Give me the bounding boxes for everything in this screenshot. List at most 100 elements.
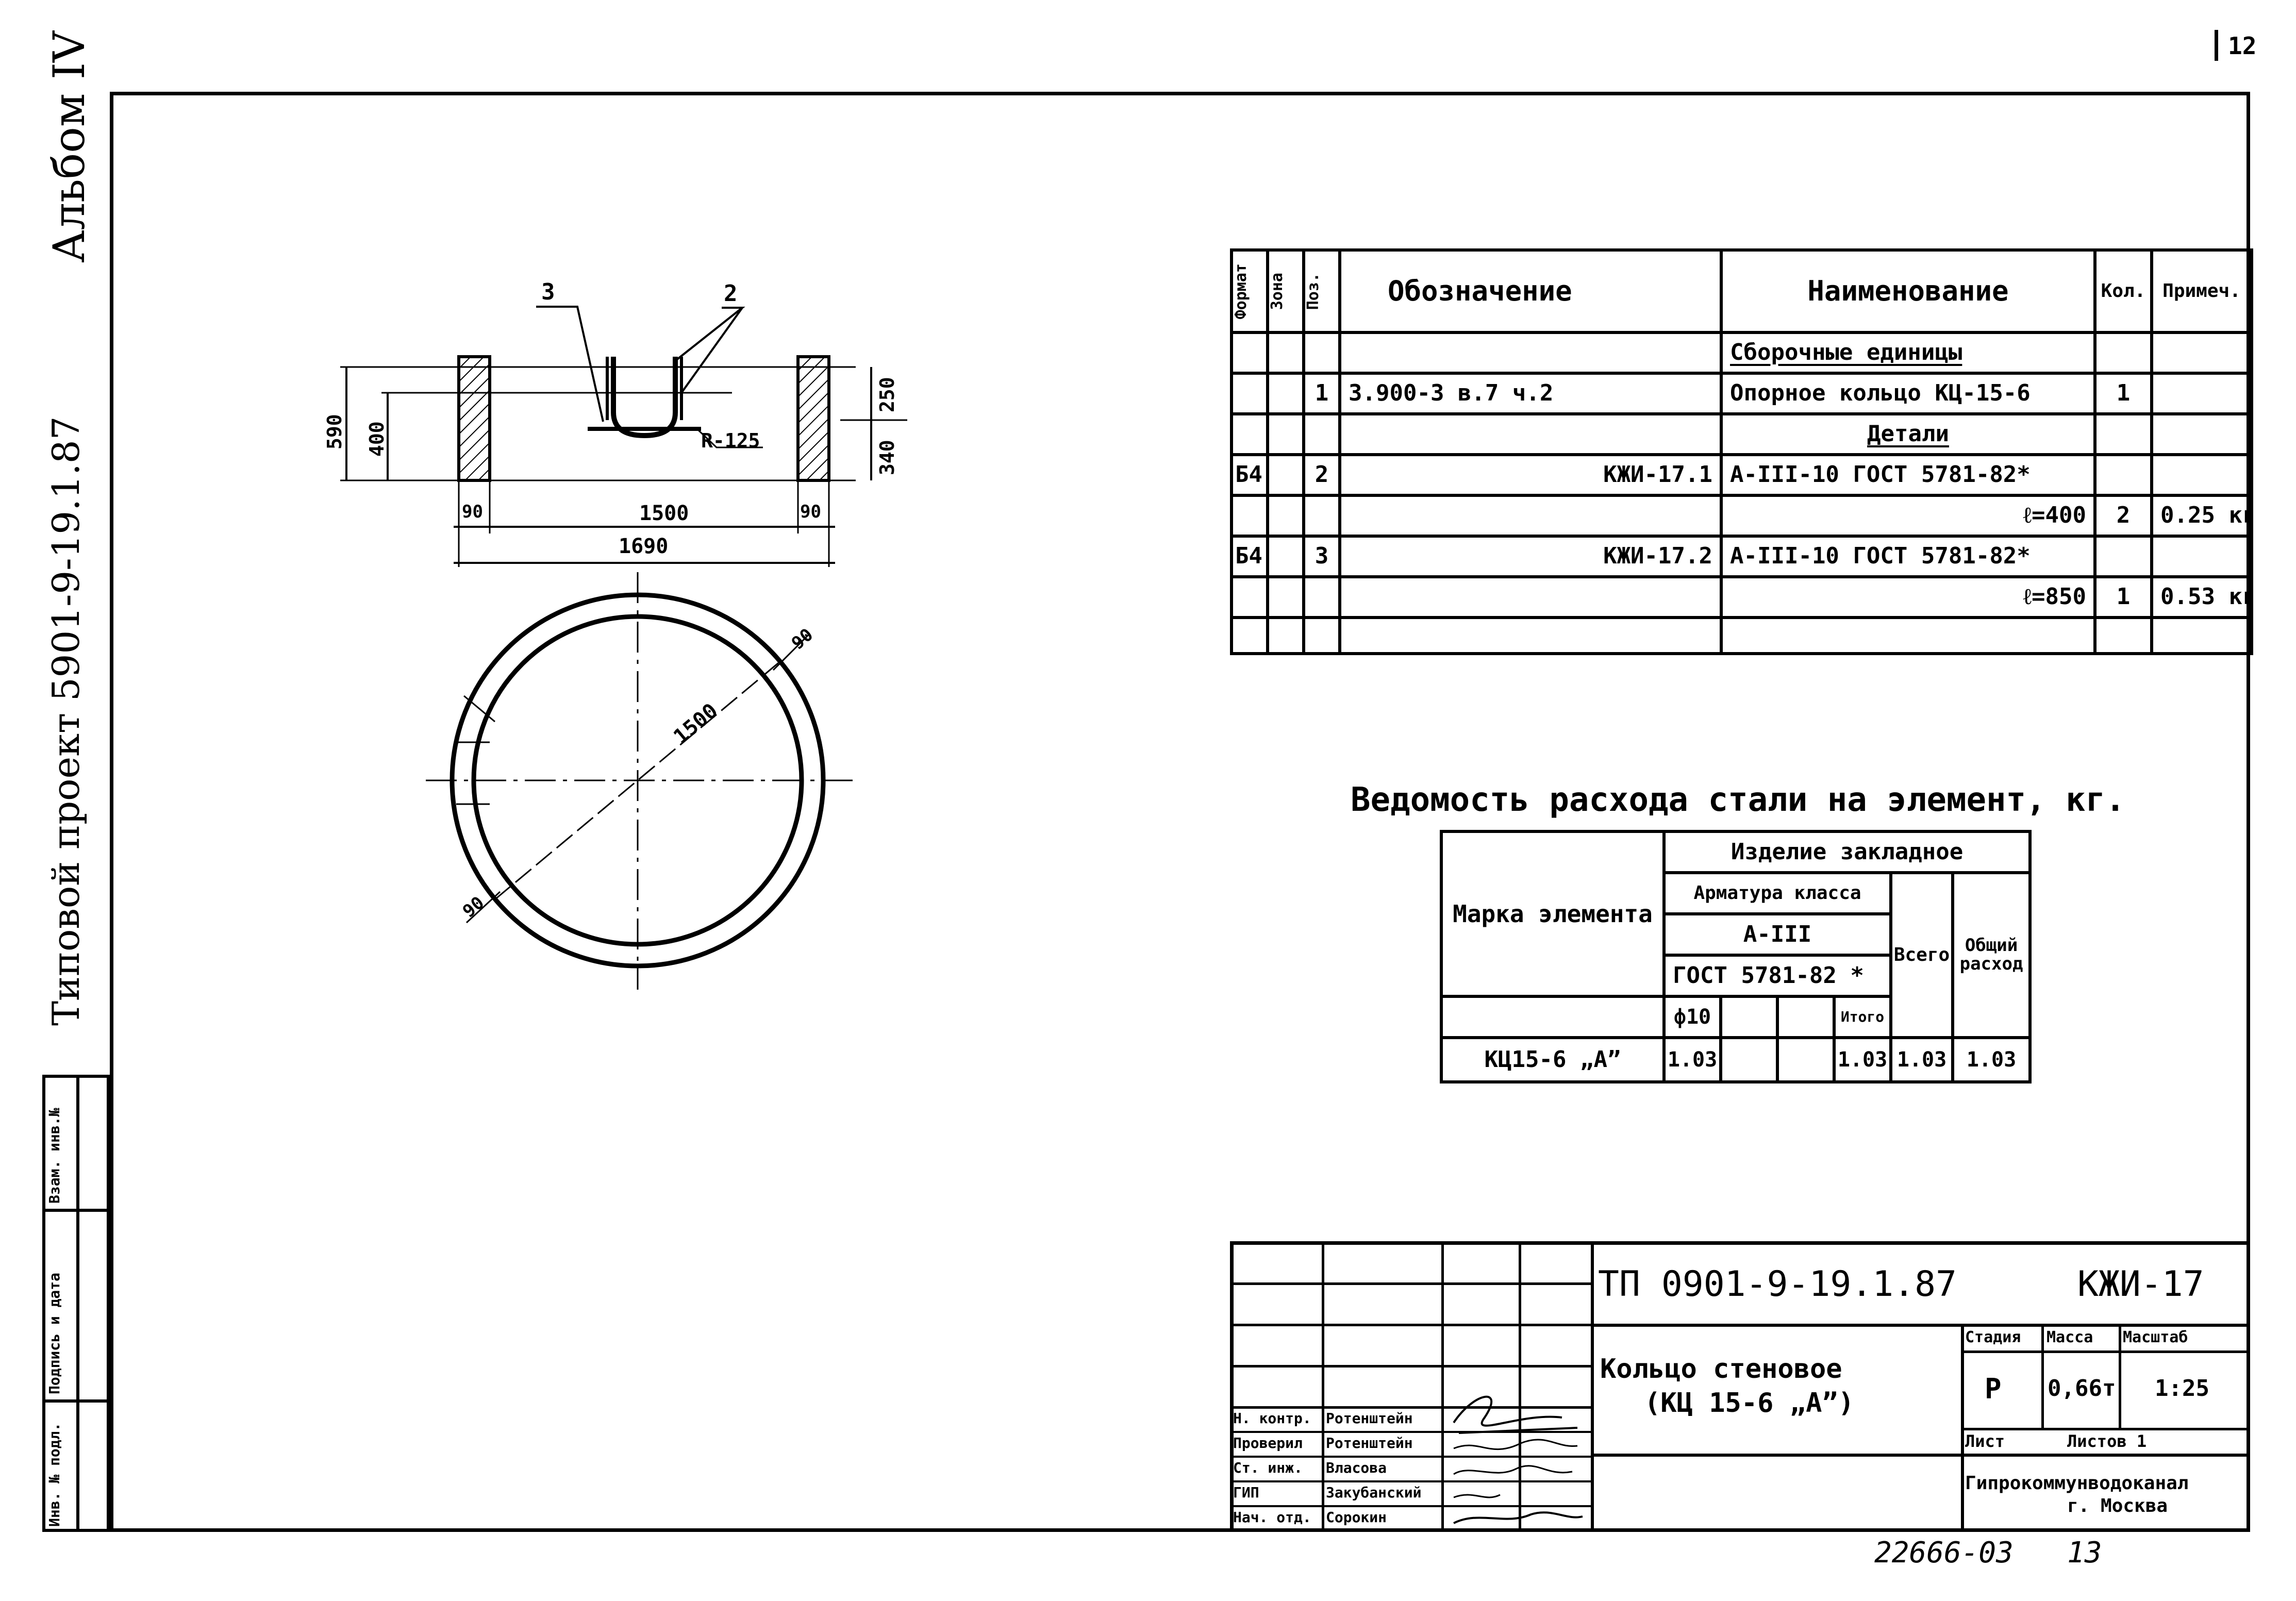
dim-400: 400 [365,421,388,457]
spec-header-format: Формат [1232,263,1250,320]
signature-1 [1453,1395,1578,1434]
steel-col-total: Общий расход [1951,871,2032,1039]
spec-cell-qty [2093,331,2153,375]
dim-250: 250 [876,377,899,412]
steel-row-mark: КЦ15-6 „А” [1440,1036,1666,1083]
steel-table: Марка элемента Изделие закладное Арматур… [1440,830,2032,1083]
page-number: 13 [2067,1536,2102,1570]
steel-row-phi10: 1.03 [1662,1036,1722,1083]
person-name: Закубанский [1326,1484,1422,1501]
person-role: Нач. отд. [1233,1509,1311,1526]
spec-cell-format [1230,372,1269,415]
spec-header-name: Наименование [1720,248,2097,334]
spec-cell-designation [1338,331,1723,375]
steel-col-itogo: Итого [1833,995,1892,1039]
steel-row-itogo: 1.03 [1833,1036,1892,1083]
spec-cell-pos: 1 [1302,372,1341,415]
left-stamp-divider [76,1075,79,1532]
signature-4 [1453,1494,1501,1498]
left-stamp-box [42,1075,110,1532]
dim-90-left: 90 [462,502,483,522]
spec-row: Детали [1230,412,2253,456]
radius-leader [695,427,763,448]
title-block-vline-1 [1591,1241,1594,1532]
title-block-hline-2 [1591,1454,2250,1457]
callout-3-leader [536,306,604,422]
radius-label: R-125 [701,429,760,452]
plan-tick-90-top [772,633,810,671]
spec-cell-qty: 1 [2093,575,2153,619]
spec-header-row: Формат Зона Поз. Обозначение Наименовани… [1230,248,2253,334]
spec-cell-pos: 3 [1302,535,1341,578]
sheet-number-tick [2215,30,2218,61]
left-stamp-hline-1 [42,1209,110,1212]
spec-cell-qty: 1 [2093,372,2153,415]
signatures [1453,1395,1583,1524]
spec-cell-qty [2093,535,2153,578]
spec-cell-qty [2093,453,2153,497]
steel-col-vsego: Всего [1889,871,1954,1039]
spec-row: ℓ=850 1 0.53 кг [1230,575,2253,619]
spec-cell-pos [1302,412,1341,456]
spec-cell-designation [1338,575,1723,619]
spec-header-note: Примеч. [2150,248,2253,334]
spec-header-zone: Зона [1268,272,1286,310]
title-block-hline-3 [1961,1350,2250,1353]
spec-row [1230,616,2253,655]
spec-cell-name: А-III-10 ГОСТ 5781-82* [1720,535,2097,578]
spec-cell-name: Опорное кольцо КЦ-15-6 [1720,372,2097,415]
spec-row: Б4 2 КЖИ-17.1 А-III-10 ГОСТ 5781-82* [1230,453,2253,497]
dim-590: 590 [323,414,346,449]
spec-cell-qty [2093,412,2153,456]
steel-col-gost: ГОСТ 5781-82 * [1662,954,1892,998]
callout-2: 2 [724,280,738,307]
spec-cell-pos [1302,494,1341,538]
doc-number: КЖИ-17 [2077,1264,2204,1305]
steel-col-phi10: ф10 [1662,995,1722,1039]
steel-col-rebar-class: Арматура класса [1662,871,1892,915]
stage-value: Р [1985,1373,2002,1405]
scale-label: Масштаб [2123,1328,2188,1346]
dim-340: 340 [876,440,899,475]
section-view [340,306,907,567]
spec-cell-name: ℓ=400 [1720,494,2097,538]
personnel-list: Н. контр. Ротенштейн Проверил Ротенштейн… [1230,1406,1591,1532]
title-block [1230,1241,2250,1532]
spec-cell-qty: 2 [2093,494,2153,538]
spec-cell-format: Б4 [1230,453,1269,497]
spec-header-pos: Поз. [1304,272,1322,310]
spec-cell-designation: КЖИ-17.1 [1338,453,1723,497]
steel-col-mark: Марка элемента [1440,830,1666,998]
spec-cell-designation [1338,494,1723,538]
signature-5 [1453,1511,1583,1524]
plan-mark-1 [463,695,495,723]
scale-value: 1:25 [2155,1375,2209,1402]
spec-header-qty: Кол. [2093,248,2153,334]
mass-label: Масса [2047,1328,2093,1346]
plan-view [426,572,856,990]
spec-cell-note [2150,453,2253,497]
u-bar-outer [606,357,683,420]
u-bar [611,357,678,439]
person-name: Власова [1326,1459,1387,1476]
title-block-hline-4 [1961,1428,2250,1430]
spec-cell-format [1230,412,1269,456]
person-name: Ротенштейн [1326,1435,1413,1452]
steel-row-vsego: 1.03 [1889,1036,1954,1083]
callout-3: 3 [541,279,555,305]
steel-row-total: 1.03 [1951,1036,2032,1083]
spec-row: Б4 3 КЖИ-17.2 А-III-10 ГОСТ 5781-82* [1230,535,2253,578]
spec-cell-designation [1338,412,1723,456]
spec-cell-name: Сборочные единицы [1720,331,2097,375]
spec-row: ℓ=400 2 0.25 кг [1230,494,2253,538]
spec-cell-name: Детали [1720,412,2097,456]
sheet-label: Лист [1965,1431,2005,1451]
mass-value: 0,66т [2048,1375,2116,1402]
person-name: Сорокин [1326,1509,1387,1526]
plan-diameter [494,660,781,900]
spec-cell-pos [1302,575,1341,619]
section-wall-left [457,355,491,482]
dim-90-right: 90 [800,502,821,522]
spec-cell-pos [1302,331,1341,375]
